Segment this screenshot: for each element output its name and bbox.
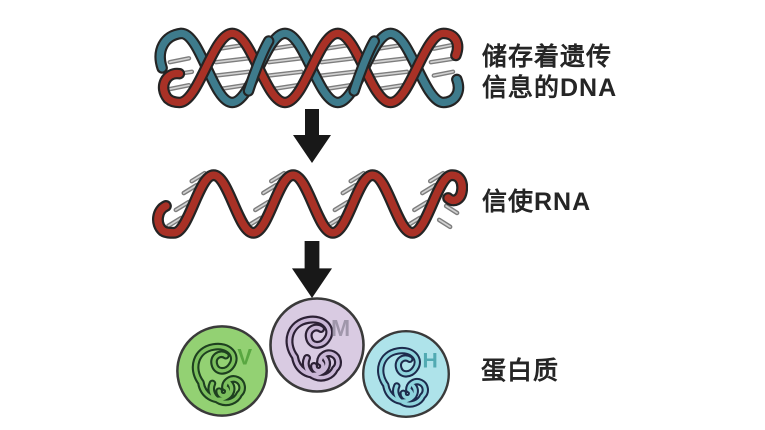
protein-letter-m: M <box>331 315 350 341</box>
protein-circle-h: H <box>362 330 450 418</box>
dna-strand-blue-overlap <box>242 35 381 97</box>
dna-strand-red <box>157 27 464 109</box>
mrna-label: 信使RNA <box>482 188 592 216</box>
protein-letter-v: V <box>237 344 252 369</box>
protein-knot-icon <box>285 315 342 382</box>
dna-label-line1: 储存着遗传 <box>482 43 613 71</box>
dna-label: 储存着遗传 信息的DNA <box>482 42 617 104</box>
arrow-mrna-to-protein-icon <box>291 241 333 298</box>
mrna-strand <box>152 169 468 239</box>
protein-label: 蛋白质 <box>481 357 560 385</box>
protein-circle-v: V <box>176 325 268 417</box>
protein-circle-m: M <box>269 297 365 393</box>
protein-knot-icon <box>191 342 246 407</box>
protein-knot-icon <box>377 346 429 408</box>
dna-label-line2: 信息的DNA <box>482 74 618 102</box>
dna-helix-illustration <box>154 27 465 109</box>
arrow-dna-to-mrna-icon <box>293 109 331 163</box>
mrna-bases <box>166 170 460 230</box>
mrna-illustration <box>152 169 468 239</box>
protein-letter-h: H <box>423 350 438 373</box>
